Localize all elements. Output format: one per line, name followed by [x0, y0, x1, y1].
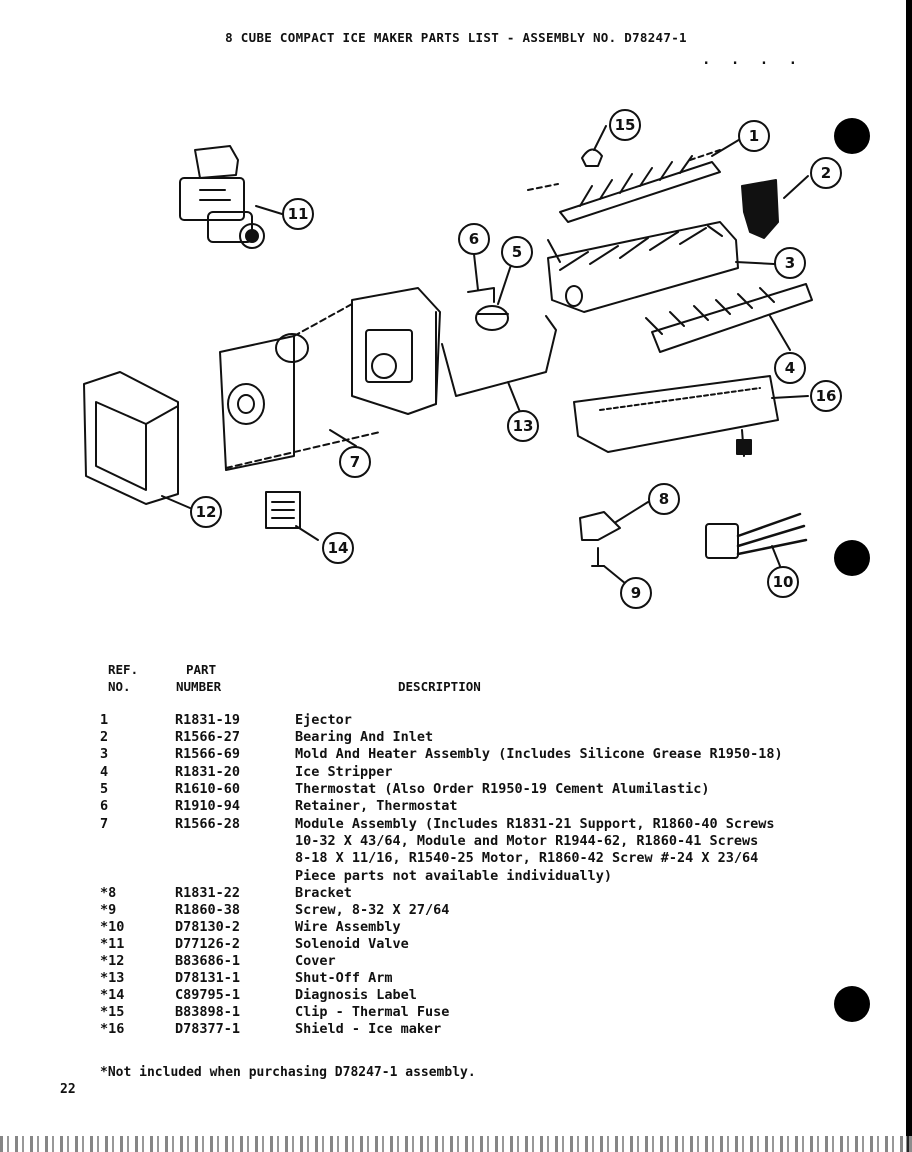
part-number: D77126-2 [175, 936, 241, 952]
part-number: D78131-1 [175, 970, 241, 986]
callout-6: 6 [469, 230, 479, 248]
ref-number: *16 [100, 1021, 125, 1037]
part-number: R1831-20 [175, 764, 241, 780]
page-number: 22 [60, 1082, 76, 1097]
scan-edge-right [906, 0, 912, 1152]
part-number: R1566-69 [175, 746, 241, 762]
module-drawing [351, 287, 441, 415]
part-description: Retainer, Thermostat [295, 798, 458, 814]
shield-drawing [573, 375, 779, 457]
callout-5: 5 [512, 243, 522, 261]
callout-1: 1 [749, 127, 759, 145]
part-description: Ejector [295, 712, 352, 728]
part-number: R1831-19 [175, 712, 241, 728]
shut-off-arm-drawing [441, 315, 557, 397]
mold-heater-drawing [547, 221, 739, 313]
part-description: Clip - Thermal Fuse [295, 1004, 450, 1020]
part-description: Solenoid Valve [295, 936, 409, 952]
part-number: R1860-38 [175, 902, 241, 918]
part-number: R1566-27 [175, 729, 241, 745]
ref-number: *12 [100, 953, 125, 969]
page-title: 8 CUBE COMPACT ICE MAKER PARTS LIST - AS… [225, 30, 687, 45]
callout-8: 8 [659, 490, 669, 508]
ref-number: *10 [100, 919, 125, 935]
bracket-drawing [579, 511, 621, 541]
part-description: Ice Stripper [295, 764, 393, 780]
footnote: *Not included when purchasing D78247-1 a… [100, 1065, 476, 1080]
part-description: Mold And Heater Assembly (Includes Silic… [295, 746, 783, 762]
screw-drawing [591, 547, 605, 567]
callout-9: 9 [631, 584, 641, 602]
ref-number: *15 [100, 1004, 125, 1020]
callout-11: 11 [288, 205, 309, 223]
ref-number: *9 [100, 902, 117, 918]
cover-drawing [83, 371, 179, 505]
callout-16: 16 [816, 387, 837, 405]
part-number: B83686-1 [175, 953, 241, 969]
part-number: D78130-2 [175, 919, 241, 935]
title-dots: . . . . [702, 52, 804, 68]
ref-number: *14 [100, 987, 125, 1003]
callout-2: 2 [821, 164, 831, 182]
ref-number: 4 [100, 764, 109, 780]
part-description: Screw, 8-32 X 27/64 [295, 902, 450, 918]
module-support-drawing [219, 303, 381, 471]
header-description: DESCRIPTION [398, 679, 481, 694]
part-number: R1610-60 [175, 781, 241, 797]
callout-4: 4 [785, 359, 795, 377]
callout-7: 7 [350, 453, 360, 471]
ref-number: *13 [100, 970, 125, 986]
part-description-continued: 10-32 X 43/64, Module and Motor R1944-62… [295, 833, 759, 849]
ref-number: 3 [100, 746, 109, 762]
header-ref-line2: NO. [108, 679, 131, 694]
ice-stripper-drawing [645, 283, 813, 353]
part-description: Module Assembly (Includes R1831-21 Suppo… [295, 816, 775, 832]
part-description: Wire Assembly [295, 919, 401, 935]
header-part-line2: NUMBER [176, 679, 222, 694]
exploded-parts-diagram: 1 2 3 4 5 6 7 8 9 10 11 12 13 14 15 16 [83, 109, 842, 609]
wire-assembly-drawing [705, 512, 808, 559]
ref-number: 1 [100, 712, 109, 728]
callout-13: 13 [513, 417, 534, 435]
part-number: R1566-28 [175, 816, 241, 832]
part-description: Diagnosis Label [295, 987, 417, 1003]
callout-12: 12 [196, 503, 217, 521]
ref-number: 2 [100, 729, 109, 745]
callout-14: 14 [328, 539, 349, 557]
part-description-continued: 8-18 X 11/16, R1540-25 Motor, R1860-42 S… [295, 850, 759, 866]
header-part-line1: PART [186, 662, 217, 677]
ref-number: 5 [100, 781, 109, 797]
ref-number: 6 [100, 798, 109, 814]
diagnosis-label-drawing [265, 491, 301, 529]
ref-number: *8 [100, 885, 117, 901]
part-description-continued: Piece parts not available individually) [295, 868, 612, 884]
part-description: Thermostat (Also Order R1950-19 Cement A… [295, 781, 710, 797]
part-description: Bearing And Inlet [295, 729, 434, 745]
binder-hole-top [834, 118, 870, 154]
part-number: B83898-1 [175, 1004, 241, 1020]
part-description: Bracket [295, 885, 352, 901]
ejector-drawing [527, 149, 721, 223]
thermostat-drawing [467, 287, 509, 331]
part-description: Shut-Off Arm [295, 970, 393, 986]
binder-hole-bottom [834, 986, 870, 1022]
header-ref-line1: REF. [108, 662, 139, 677]
part-number: C89795-1 [175, 987, 241, 1003]
ref-number: *11 [100, 936, 125, 952]
callout-10: 10 [773, 573, 794, 591]
part-number: D78377-1 [175, 1021, 241, 1037]
callout-3: 3 [785, 254, 795, 272]
bearing-drawing [741, 179, 779, 239]
part-description: Shield - Ice maker [295, 1021, 442, 1037]
callout-15: 15 [615, 116, 636, 134]
clip-drawing [581, 148, 603, 167]
part-description: Cover [295, 953, 336, 969]
binder-hole-middle [834, 540, 870, 576]
scan-edge-bottom [0, 1136, 912, 1152]
ref-number: 7 [100, 816, 109, 832]
part-number: R1831-22 [175, 885, 241, 901]
solenoid-valve-drawing [179, 145, 265, 249]
part-number: R1910-94 [175, 798, 241, 814]
